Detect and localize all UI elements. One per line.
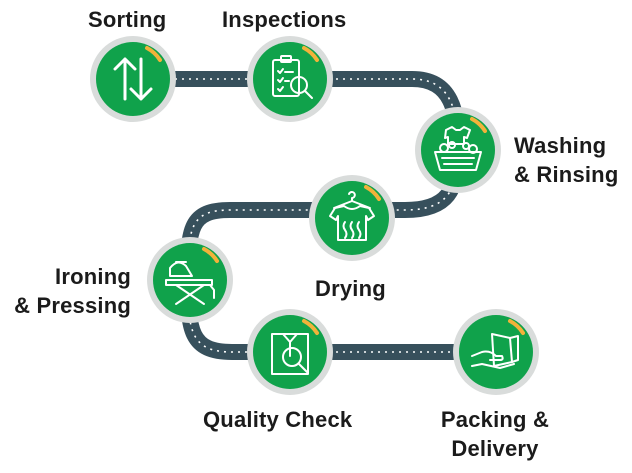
step-ironing-pressing [147, 237, 233, 323]
step-label-sorting: Sorting [88, 7, 167, 32]
shirt-magnifier-icon [271, 333, 309, 375]
up-down-arrows-icon [113, 57, 153, 101]
step-packing-delivery [453, 309, 539, 395]
step-label-drying: Drying [315, 276, 386, 301]
step-washing-rinsing [415, 107, 501, 193]
step-label-quality-check: Quality Check [203, 407, 353, 432]
step-sorting [90, 36, 176, 122]
step-label-washing-rinsing: Washing & Rinsing [514, 133, 619, 187]
clipboard-magnifier-icon [272, 55, 313, 99]
step-inspections [247, 36, 333, 122]
package-hand-icon [471, 333, 519, 369]
laundry-basket-icon [434, 126, 482, 171]
step-drying [309, 175, 395, 261]
step-quality-check [247, 309, 333, 395]
step-label-ironing-pressing: Ironing & Pressing [14, 264, 131, 318]
ironing-board-icon [165, 261, 215, 305]
step-label-packing-delivery: Packing & Delivery [440, 407, 550, 461]
shirt-hanger-icon [329, 191, 375, 241]
step-label-inspections: Inspections [222, 7, 347, 32]
